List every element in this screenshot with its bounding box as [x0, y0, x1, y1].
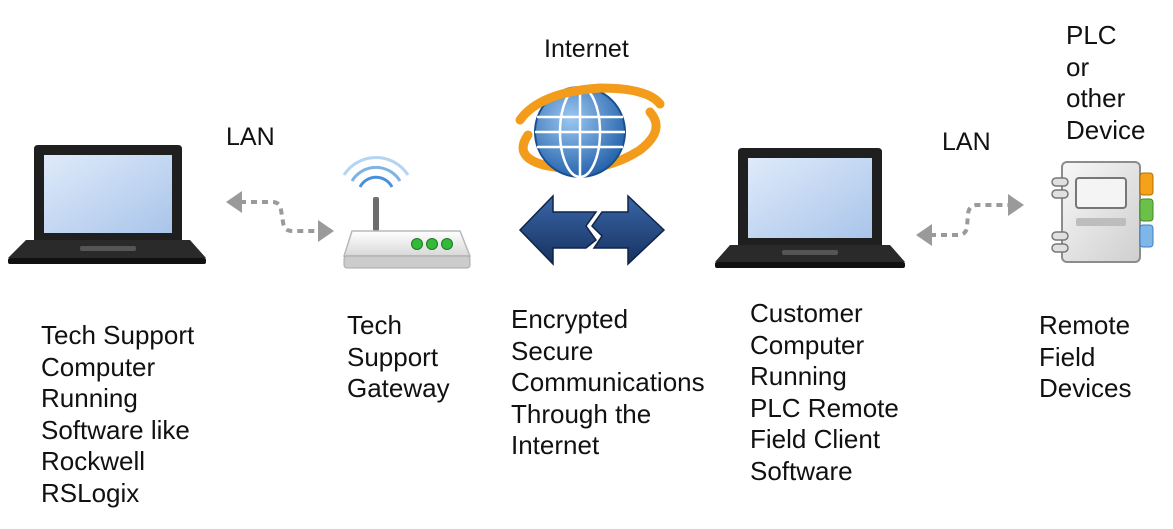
lan-link-right	[916, 194, 1024, 246]
tech-support-gateway-label: Tech Support Gateway	[347, 310, 450, 403]
lan-label-left: LAN	[226, 123, 275, 151]
lan-link-left	[226, 191, 334, 242]
field-device-icon	[1051, 161, 1154, 263]
router-icon	[342, 156, 472, 269]
encrypted-communications-label: Encrypted Secure Communications Through …	[511, 304, 705, 460]
plc-device-label: PLC or other Device	[1066, 20, 1146, 145]
customer-computer-label: Customer Computer Running PLC Remote Fie…	[750, 298, 899, 486]
remote-field-devices-label: Remote Field Devices	[1039, 310, 1132, 403]
internet-label: Internet	[544, 35, 629, 63]
laptop-icon	[715, 148, 905, 268]
laptop-icon	[8, 145, 206, 264]
tech-support-computer-label: Tech Support Computer Running Software l…	[41, 320, 195, 508]
double-arrow-icon	[518, 194, 666, 266]
lan-label-right: LAN	[942, 128, 991, 156]
globe-icon	[515, 83, 665, 179]
